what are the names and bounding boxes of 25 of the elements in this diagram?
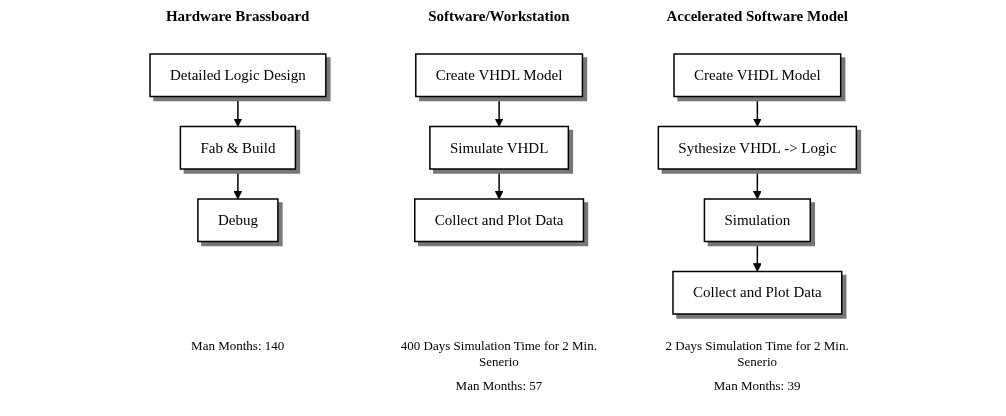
node-box: Simulate VHDL xyxy=(428,125,569,170)
node-box: Debug xyxy=(196,198,279,243)
column-heading: Accelerated Software Model xyxy=(665,8,849,25)
column-note: Man Months: 140 xyxy=(190,338,286,354)
node-box: Create VHDL Model xyxy=(673,53,842,98)
node-box: Fab & Build xyxy=(179,125,296,170)
arrow xyxy=(233,168,243,200)
node-box: Collect and Plot Data xyxy=(413,198,585,243)
column-heading: Hardware Brassboard xyxy=(164,8,311,25)
arrow xyxy=(752,240,762,272)
node-box: Simulation xyxy=(703,198,811,243)
arrow xyxy=(752,95,762,127)
column-note: Man Months: 39 xyxy=(712,378,802,394)
column-note: 400 Days Simulation Time for 2 Min. Senerio xyxy=(399,338,598,370)
node-box: Detailed Logic Design xyxy=(149,53,327,98)
column-note: 2 Days Simulation Time for 2 Min. Senerio xyxy=(664,338,850,370)
arrow xyxy=(752,168,762,200)
node-box: Sythesize VHDL -> Logic xyxy=(657,125,857,170)
arrow xyxy=(494,168,504,200)
node-box: Collect and Plot Data xyxy=(672,270,843,315)
node-box: Create VHDL Model xyxy=(414,53,583,98)
arrow xyxy=(233,95,243,127)
column-heading: Software/Workstation xyxy=(427,8,571,25)
column-note: Man Months: 57 xyxy=(454,378,544,394)
arrow xyxy=(494,95,504,127)
